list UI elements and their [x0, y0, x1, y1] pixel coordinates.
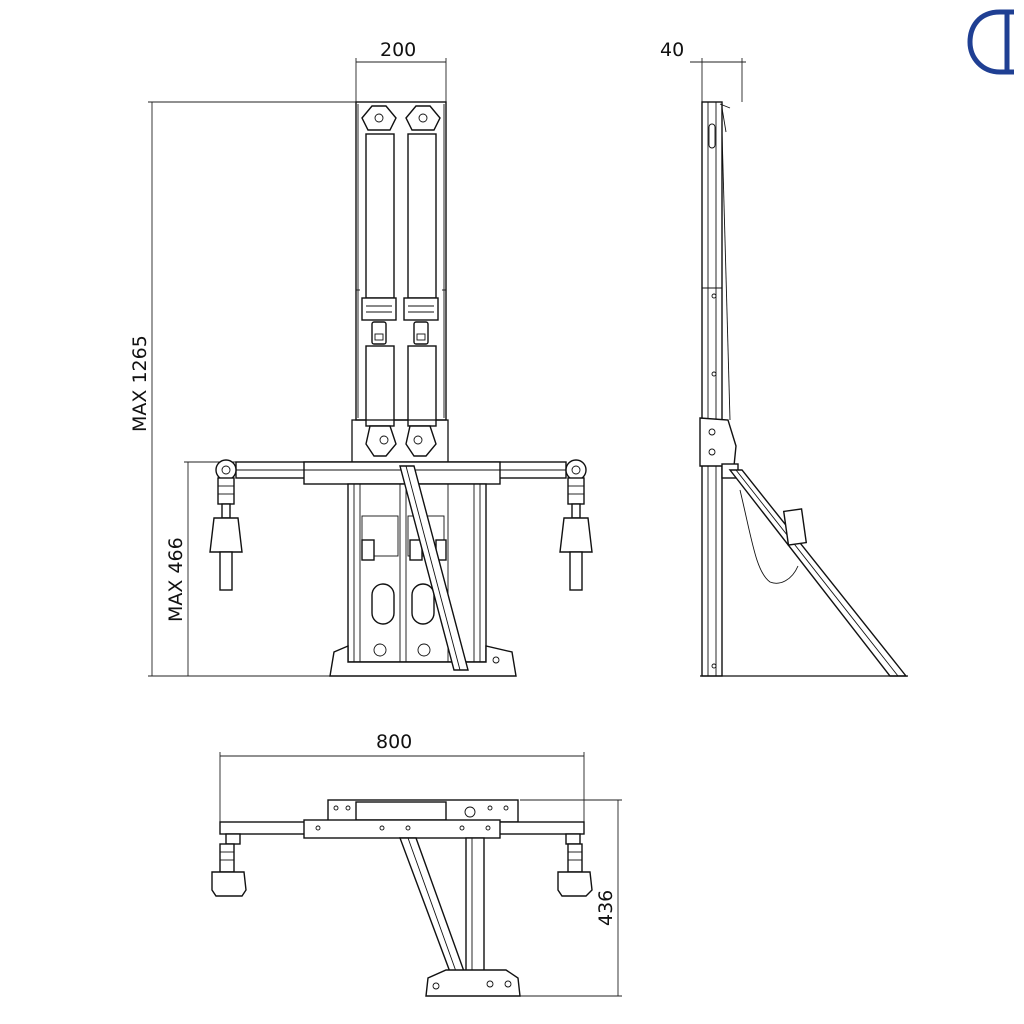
- dimension-side-depth: 40: [660, 39, 746, 102]
- foot-right-top: [557, 833, 593, 897]
- dimension-top-depth: 436: [520, 799, 622, 997]
- dimension-front-width: 200: [355, 39, 447, 102]
- seat-belt-right: [403, 105, 441, 457]
- brand-logo-icon: [967, 9, 1014, 75]
- foot-left-top: [211, 833, 247, 897]
- label-side-depth: 40: [660, 39, 684, 61]
- label-max-base-height: MAX 466: [165, 537, 187, 622]
- dimension-max-height: MAX 1265: [129, 101, 356, 677]
- seat-belt-left: [361, 105, 397, 457]
- diagonal-strut-front: [399, 465, 469, 671]
- foot-right-front: [559, 459, 593, 591]
- foot-left-front: [209, 459, 243, 591]
- label-top-width: 800: [376, 731, 412, 753]
- label-max-height: MAX 1265: [129, 335, 151, 432]
- label-top-depth: 436: [595, 890, 617, 926]
- label-front-width: 200: [380, 39, 416, 61]
- side-view: 40: [660, 39, 908, 677]
- front-view: 200 MAX 1265 MAX 466: [129, 39, 593, 677]
- top-view: 800 436: [211, 731, 622, 997]
- dimension-top-width: 800: [219, 731, 585, 830]
